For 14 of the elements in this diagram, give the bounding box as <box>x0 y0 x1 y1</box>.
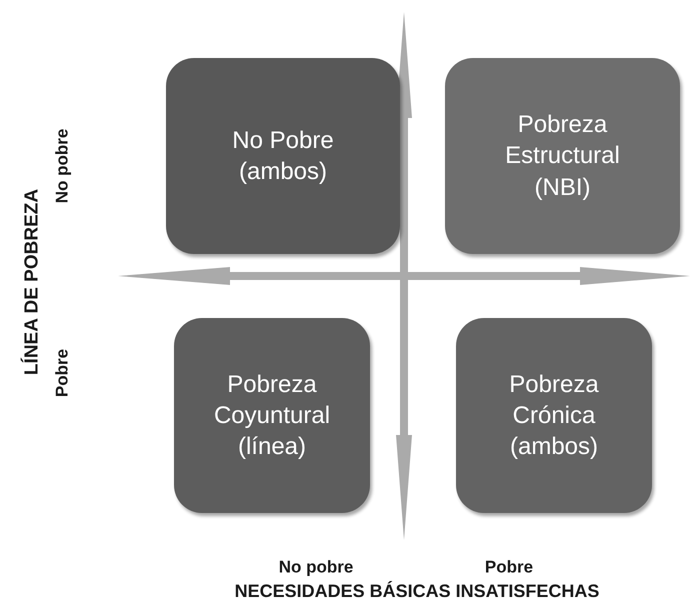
axis-label: No pobre <box>278 558 354 576</box>
quadrant-box <box>445 58 680 254</box>
axis-label: No pobre <box>54 128 70 204</box>
axis-label: Pobre <box>484 558 534 576</box>
axis-label: Pobre <box>54 348 70 398</box>
quadrant-text: Pobreza Coyuntural (línea) <box>212 370 332 462</box>
quadrant-text: Pobreza Estructural (NBI) <box>504 110 621 203</box>
axis-label: NECESIDADES BÁSICAS INSATISFECHAS <box>234 582 600 600</box>
quadrant-box <box>456 318 652 513</box>
quadrant-box <box>174 318 370 513</box>
quadrant-box <box>166 58 400 254</box>
quadrant-text: Pobreza Crónica (ambos) <box>508 370 600 462</box>
quadrant-text: No Pobre (ambos) <box>231 126 335 187</box>
axis-label: LÍNEA DE POBREZA <box>22 188 42 376</box>
